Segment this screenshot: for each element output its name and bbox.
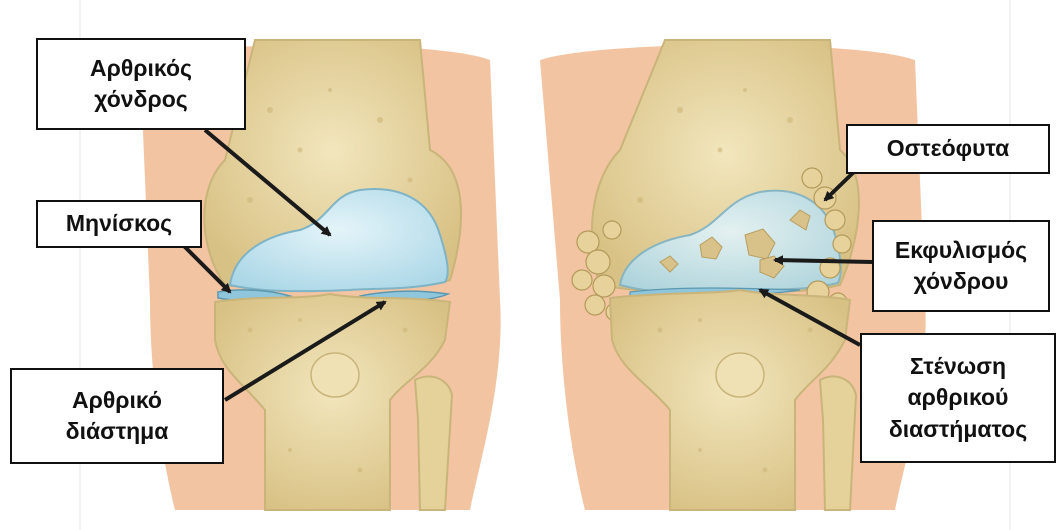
healthy-fibula: [415, 376, 452, 510]
label-joint-space-line2: διάστημα: [66, 416, 169, 447]
arrow-cartilage-degeneration: [775, 260, 872, 262]
label-meniscus-line1: Μηνίσκος: [66, 208, 172, 239]
label-articular-cartilage: Αρθρικός χόνδρος: [36, 38, 246, 130]
label-joint-space-narrowing: Στένωση αρθρικού διαστήματος: [860, 333, 1056, 463]
label-cartilage-degeneration: Εκφυλισμός χόνδρου: [872, 220, 1050, 312]
arthritic-fibula: [820, 376, 856, 510]
label-joint-space-narrowing-line2: αρθρικού: [908, 382, 1009, 413]
label-cartilage-degeneration-line2: χόνδρου: [914, 266, 1009, 297]
label-joint-space-line1: Αρθρικό: [72, 385, 162, 416]
label-osteophytes: Οστεόφυτα: [846, 124, 1050, 174]
label-articular-cartilage-line2: χόνδρος: [94, 84, 187, 115]
label-articular-cartilage-line1: Αρθρικός: [90, 53, 192, 84]
label-joint-space-narrowing-line1: Στένωση: [910, 351, 1006, 382]
label-meniscus: Μηνίσκος: [36, 200, 202, 248]
label-osteophytes-line1: Οστεόφυτα: [887, 133, 1009, 164]
label-joint-space: Αρθρικό διάστημα: [10, 368, 224, 464]
label-joint-space-narrowing-line3: διαστήματος: [889, 414, 1027, 445]
label-cartilage-degeneration-line1: Εκφυλισμός: [895, 235, 1027, 266]
